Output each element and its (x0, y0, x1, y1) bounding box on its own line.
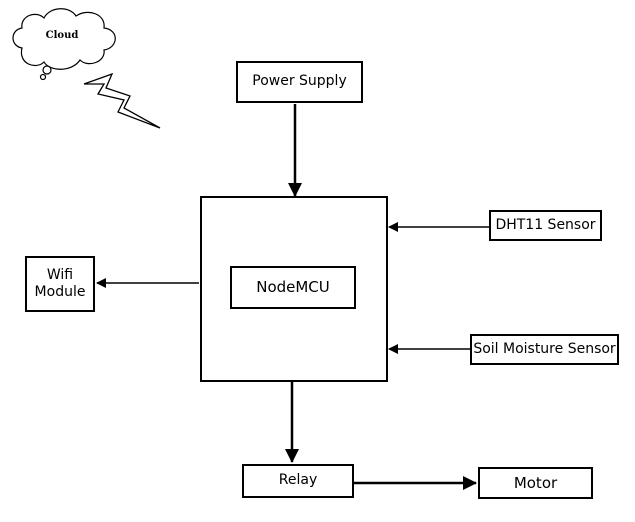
motor-block: Motor (478, 467, 593, 499)
wifi-module-block: Wifi Module (25, 256, 95, 312)
relay-block: Relay (242, 464, 354, 498)
power-supply-block: Power Supply (236, 61, 363, 103)
cloud-icon (12, 8, 116, 81)
nodemcu-block: NodeMCU (230, 266, 356, 309)
lightning-icon (83, 72, 161, 129)
dht11-sensor-block: DHT11 Sensor (489, 210, 602, 241)
soil-moisture-sensor-block: Soil Moisture Sensor (470, 334, 619, 365)
cloud-label: Cloud (45, 30, 79, 41)
